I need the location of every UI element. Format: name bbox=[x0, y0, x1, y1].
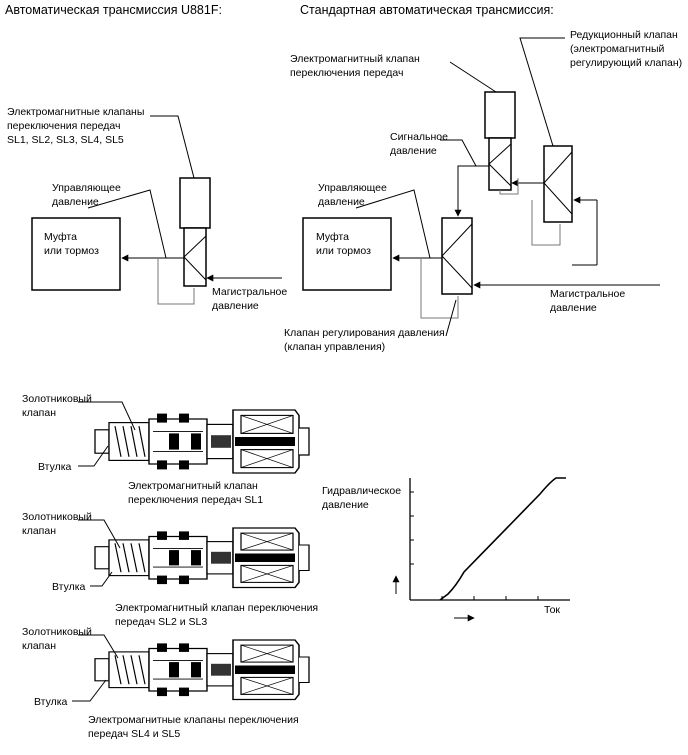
left-clutch-label: Муфта bbox=[44, 231, 77, 243]
left-clutch-box bbox=[31, 217, 121, 291]
graph-xlabel: Ток bbox=[544, 604, 560, 616]
left-control-pressure-label: Управляющее давление bbox=[52, 182, 124, 208]
solenoid-spool-valve bbox=[183, 227, 207, 287]
graph-y-ticks bbox=[410, 491, 414, 565]
valve-sl1-cutaway bbox=[94, 409, 310, 474]
valve-sl2-spool-label: Золотниковый клапан bbox=[22, 511, 95, 537]
valve-sl1-spool-label: Золотниковый клапан bbox=[22, 393, 95, 419]
valve-sl1: Золотниковый клапан Втулка Электромагнит… bbox=[22, 393, 310, 506]
reducing-valve-label: Редукционный клапан (электромагнитный ре… bbox=[570, 29, 682, 69]
valve-sl2-sl3: Золотниковый клапан Втулка Электромагнит… bbox=[22, 511, 321, 628]
right-clutch-label: Муфта bbox=[316, 231, 349, 243]
valve-sl4-sl5: Золотниковый клапан Втулка Электромагнит… bbox=[22, 626, 310, 740]
pressure-control-valve bbox=[441, 217, 473, 295]
signal-pressure-label: Сигнальное давление bbox=[390, 131, 451, 157]
regulator-valve-label: Клапан регулирования давления (клапан уп… bbox=[284, 327, 448, 353]
right-hydraulic-diagram: Электромагнитный клапан переключения пер… bbox=[284, 29, 682, 353]
graph-curve bbox=[439, 477, 566, 601]
valve-sl4-sleeve-label: Втулка bbox=[34, 696, 68, 708]
valve-sl4-spool-label: Золотниковый клапан bbox=[22, 626, 95, 652]
left-clutch-label-2: или тормоз bbox=[44, 245, 99, 257]
valve-sl4-sl5-cutaway bbox=[94, 639, 310, 701]
graph-ylabel: Гидравлическое давление bbox=[322, 485, 404, 511]
solenoids-label: Электромагнитные клапаны переключения пе… bbox=[7, 106, 147, 146]
valve-sl2-caption: Электромагнитный клапан переключения пер… bbox=[115, 602, 321, 628]
pressure-current-graph: Гидравлическое давление Ток bbox=[322, 477, 570, 622]
right-line-pressure-label: Магистральное давление bbox=[550, 288, 628, 314]
right-clutch-label-2: или тормоз bbox=[316, 245, 371, 257]
solenoid-coil bbox=[179, 177, 211, 229]
valve-sl1-caption: Электромагнитный клапан переключения пер… bbox=[128, 480, 263, 506]
valve-sl2-sl3-cutaway bbox=[94, 527, 310, 589]
svg-text:Муфта или тормоз: Муфта или тормоз bbox=[316, 231, 371, 257]
reducing-valve bbox=[543, 145, 573, 223]
valve-sl4-caption: Электромагнитные клапаны переключения пе… bbox=[88, 714, 302, 740]
shift-solenoid-coil bbox=[484, 91, 516, 139]
svg-text:Муфта или тормоз: Муфта или тормоз bbox=[44, 231, 99, 257]
title-u881f: Автоматическая трансмиссия U881F: bbox=[5, 3, 222, 17]
title-standard: Стандартная автоматическая трансмиссия: bbox=[300, 3, 554, 17]
left-line-pressure-label: Магистральное давление bbox=[212, 286, 290, 312]
shift-solenoid-label: Электромагнитный клапан переключения пер… bbox=[290, 53, 423, 79]
right-clutch-box bbox=[302, 217, 392, 291]
valve-sl2-sleeve-label: Втулка bbox=[52, 581, 86, 593]
right-control-pressure-label: Управляющее давление bbox=[318, 182, 390, 208]
left-hydraulic-diagram: Электромагнитные клапаны переключения пе… bbox=[7, 106, 290, 312]
valve-sl1-sleeve-label: Втулка bbox=[38, 461, 72, 473]
